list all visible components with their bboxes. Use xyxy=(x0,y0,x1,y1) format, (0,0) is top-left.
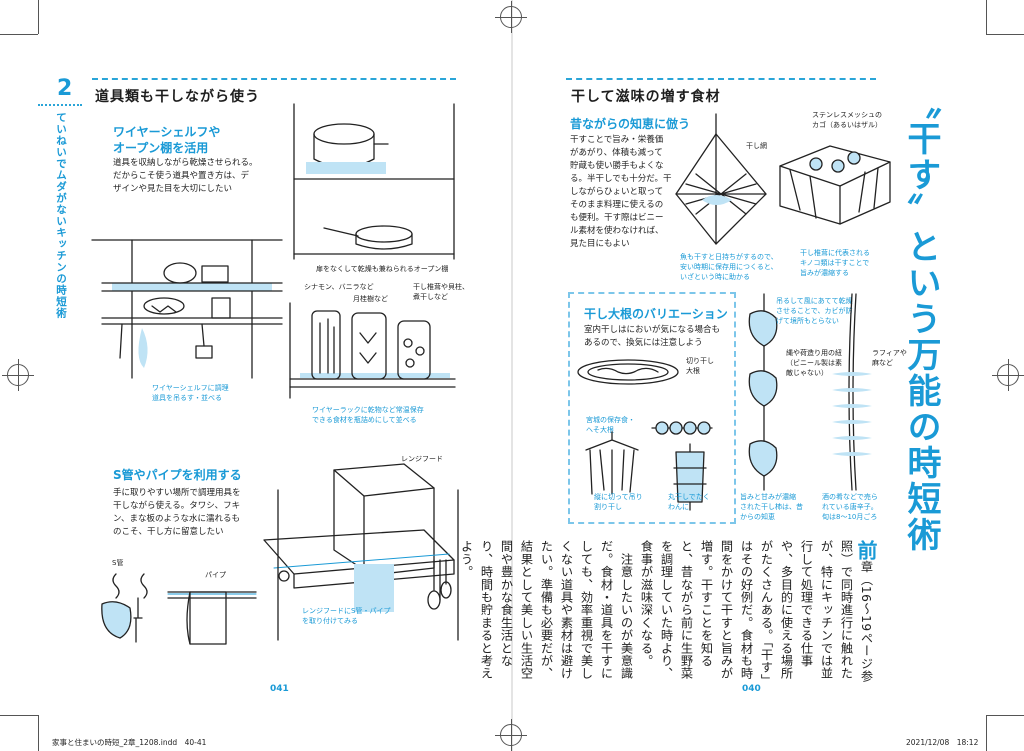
hoshigaki-illustration xyxy=(748,293,778,491)
pipe-towel-illustration xyxy=(167,591,257,645)
range-hood-label: レンジフード xyxy=(401,455,443,463)
pipe-label: パイプ xyxy=(205,571,226,579)
mesh-basket-illustration xyxy=(779,145,891,225)
wisdom-body: 干すことで旨み・栄養価 があがり、体積も減って 貯蔵も使い勝手もよくな る。半干… xyxy=(570,135,672,249)
chapter-dots xyxy=(38,104,82,106)
raffia-label: ラフィアや 麻など xyxy=(872,349,907,367)
jar-label-shiitake: 干し椎茸や貝柱、 煮干しなど xyxy=(413,283,469,301)
right-section-title: 干して滋味の増す食材 xyxy=(571,89,721,105)
registration-mark-top xyxy=(495,1,527,33)
hoshigaki-hang-caption: 吊るして風にあてて乾燥 させることで、カビが防 げて境所もとらない xyxy=(776,297,853,325)
range-hood-illustration xyxy=(263,463,459,641)
hesodaikon-illustration xyxy=(651,421,713,435)
mesh-basket-label: ステンレスメッシュの カゴ（あるいはザル） xyxy=(812,111,882,129)
left-slug: 家事と住まいの時短_2章_1208.indd 40-41 xyxy=(52,738,207,747)
spice-jars-illustration xyxy=(289,302,456,399)
string-label: 縄や荷造り用の紐 （ビニール製は素 敵じゃない） xyxy=(786,349,842,377)
chili-illustration xyxy=(832,293,872,491)
marubosi-illustration xyxy=(673,443,707,511)
registration-mark-left xyxy=(2,359,34,391)
daikon-heading: 干し大根のバリエーション xyxy=(584,307,728,321)
right-section-rule xyxy=(566,78,876,80)
gutter xyxy=(511,0,513,751)
drying-net-label: 干し網 xyxy=(746,142,767,150)
body-column-text: 章（16〜19ページ参照）で同時進行に触れたが、特にキッチンでは並行して処理でき… xyxy=(459,540,873,687)
left-section-title: 道具類も干しながら使う xyxy=(95,89,260,105)
s-hook-illustration xyxy=(101,573,148,643)
kiriboshi-label: 切り干し 大根 xyxy=(686,357,714,375)
chili-caption: 酒の肴などで売ら れている唐辛子。 旬は8〜10月ごろ xyxy=(822,493,878,521)
registration-mark-right xyxy=(992,359,1024,391)
kiriboshi-illustration xyxy=(577,359,679,385)
daikon-body: 室内干しはにおいが気になる場合も あるので、換気には注意しよう xyxy=(584,325,721,348)
wire-rack-caption: ワイヤーラックに乾物など常温保存 できる食材を瓶詰めにして並べる xyxy=(312,406,424,424)
open-shelf-caption: 扉をなくして乾燥も兼ねられるオープン棚 xyxy=(316,265,449,273)
warizoshi-illustration xyxy=(585,431,639,495)
open-shelf-illustration xyxy=(293,103,455,260)
mesh-basket-caption: 干し椎茸に代表される キノコ類は干すことで 旨みが濃縮する xyxy=(800,249,870,277)
wire-shelf-hanging-caption: ワイヤーシェルフに調理 道具を吊るす・並べる xyxy=(152,384,229,402)
wire-shelf-illustration xyxy=(91,239,283,379)
left-folio: 041 xyxy=(270,684,289,694)
jar-label-cinnamon: シナモン、バニラなど xyxy=(304,283,374,291)
right-folio: 040 xyxy=(742,684,761,694)
body-column: 前章（16〜19ページ参照）で同時進行に触れたが、特にキッチンでは並行して処理で… xyxy=(459,540,878,690)
left-section-rule xyxy=(92,78,456,80)
registration-mark-bottom xyxy=(495,719,527,751)
wire-shelf-body: 道具を収納しながら乾燥させられる。 だからこそ使う道具や置き方は、デ ザインや見… xyxy=(113,158,258,194)
s-hook-heading: S管やパイプを利用する xyxy=(113,468,242,482)
right-slug-date: 2021/12/08 18:12 xyxy=(906,738,979,747)
marubosi-caption: 丸干しでたく わんに xyxy=(668,493,710,511)
range-hood-caption: レンジフードにS管・パイプ を取り付けてみる xyxy=(302,607,391,625)
chapter-number: 2 xyxy=(57,76,73,101)
warizoshi-caption: 縦に切って吊り 割り干し xyxy=(594,493,643,511)
chapter-side-title: ていねいでムダがないキッチンの時短術 xyxy=(55,112,67,319)
drop-cap: 前 xyxy=(854,540,878,561)
s-hook-label: S管 xyxy=(112,559,124,567)
feature-title: 〝干す〟という万能の時短術 xyxy=(901,85,941,553)
hoshigaki-caption: 旨みと甘みが濃縮 された干し柿は、昔 からの知恵 xyxy=(740,493,803,521)
s-hook-body: 手に取りやすい場所で調理用具を 干しながら使える。タワシ、フキ ン、まな板のよう… xyxy=(113,488,241,537)
drying-net-caption: 魚も干すと日持ちがするので、 安い時期に保存用につくると、 いざという時に助かる xyxy=(680,253,778,281)
daikon-box xyxy=(568,292,736,524)
wire-shelf-heading: ワイヤーシェルフや オープン棚を活用 xyxy=(113,125,221,155)
drying-net-illustration xyxy=(675,113,767,245)
jar-label-bay: 月桂樹など xyxy=(353,295,388,303)
wisdom-heading: 昔ながらの知恵に倣う xyxy=(570,117,691,131)
miyagi-label: 宮城の保存食・ ヘそ大根 xyxy=(586,416,635,434)
